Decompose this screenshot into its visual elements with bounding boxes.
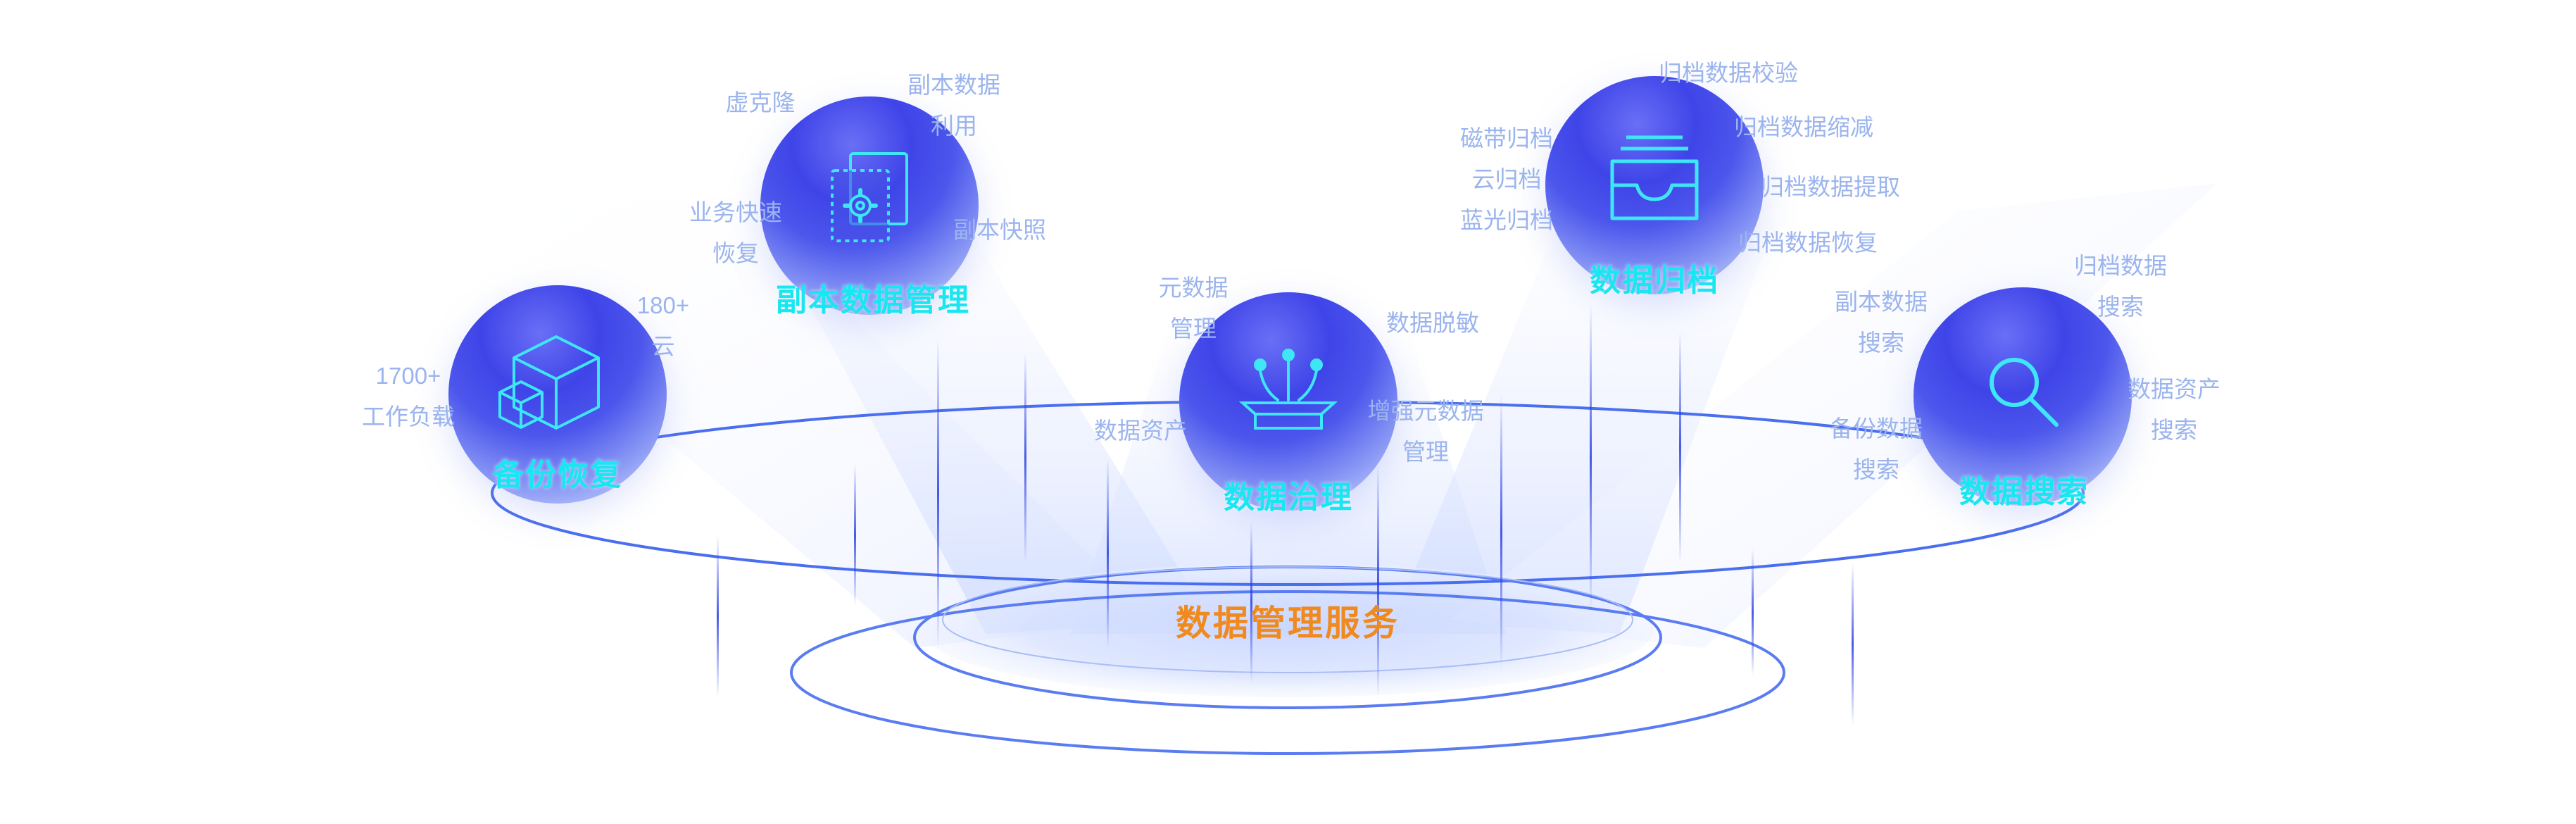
archive-label-media: 磁带归档 云归档 蓝光归档 (1460, 125, 1553, 233)
network-hub-icon (1238, 349, 1338, 430)
inbox-tray-icon (1610, 135, 1699, 220)
light-spike (1377, 465, 1379, 697)
light-beam (767, 211, 1211, 634)
cubes-icon (498, 335, 600, 430)
search-title: 数据搜索 (1959, 475, 2089, 509)
backup-label-workloads: 1700+ 工作负载 (362, 363, 455, 430)
governance-label-enhanced-metadata: 增强元数据 管理 (1367, 398, 1484, 465)
light-spike (1107, 458, 1109, 648)
archive-label-restore: 归档数据恢复 (1738, 230, 1878, 256)
platform-ring-inner (942, 566, 1633, 673)
copy-gear-icon (831, 152, 908, 242)
light-spike (1852, 563, 1854, 725)
search-label-copy: 副本数据 搜索 (1835, 289, 1928, 356)
copy-data-title: 副本数据管理 (776, 283, 970, 318)
backup-label-clouds: 180+ 云 (636, 292, 690, 359)
light-beam (1394, 211, 1774, 634)
copy-label-copy-usage: 副本数据 利用 (907, 72, 1000, 139)
light-spike (1590, 303, 1592, 613)
center-title: 数据管理服务 (1176, 604, 1400, 643)
governance-label-assets: 数据资产 (1094, 418, 1187, 444)
archive-orb[interactable] (1545, 76, 1764, 294)
archive-title: 数据归档 (1590, 263, 1719, 298)
search-label-assets: 数据资产 搜索 (2128, 376, 2220, 443)
magnifier-icon (1990, 358, 2059, 427)
search-label-backup: 备份数据 搜索 (1830, 416, 1923, 482)
archive-label-verify: 归档数据校验 (1659, 60, 1798, 86)
governance-title: 数据治理 (1224, 480, 1353, 515)
light-spike (937, 338, 939, 648)
light-spike (1752, 549, 1754, 676)
light-spike (1679, 331, 1681, 563)
search-orb[interactable] (1914, 287, 2132, 506)
governance-label-metadata: 元数据 管理 (1158, 275, 1229, 342)
copy-label-fast-recovery: 业务快速 恢复 (689, 199, 782, 266)
backup-title: 备份恢复 (493, 458, 622, 492)
light-spike (1024, 352, 1026, 563)
platform-ring-outer (790, 590, 1785, 755)
archive-label-extract: 归档数据提取 (1761, 174, 1900, 200)
archive-label-reduce: 归档数据缩减 (1734, 114, 1873, 140)
light-spike (717, 535, 719, 697)
governance-label-masking: 数据脱敏 (1386, 310, 1479, 336)
search-label-archive: 归档数据 搜索 (2074, 253, 2167, 320)
copy-label-virtual-clone: 虚克隆 (725, 89, 796, 116)
copy-label-snapshot: 副本快照 (953, 217, 1046, 243)
light-spike (1500, 394, 1502, 669)
light-spike (1250, 521, 1252, 683)
light-spike (854, 465, 856, 606)
